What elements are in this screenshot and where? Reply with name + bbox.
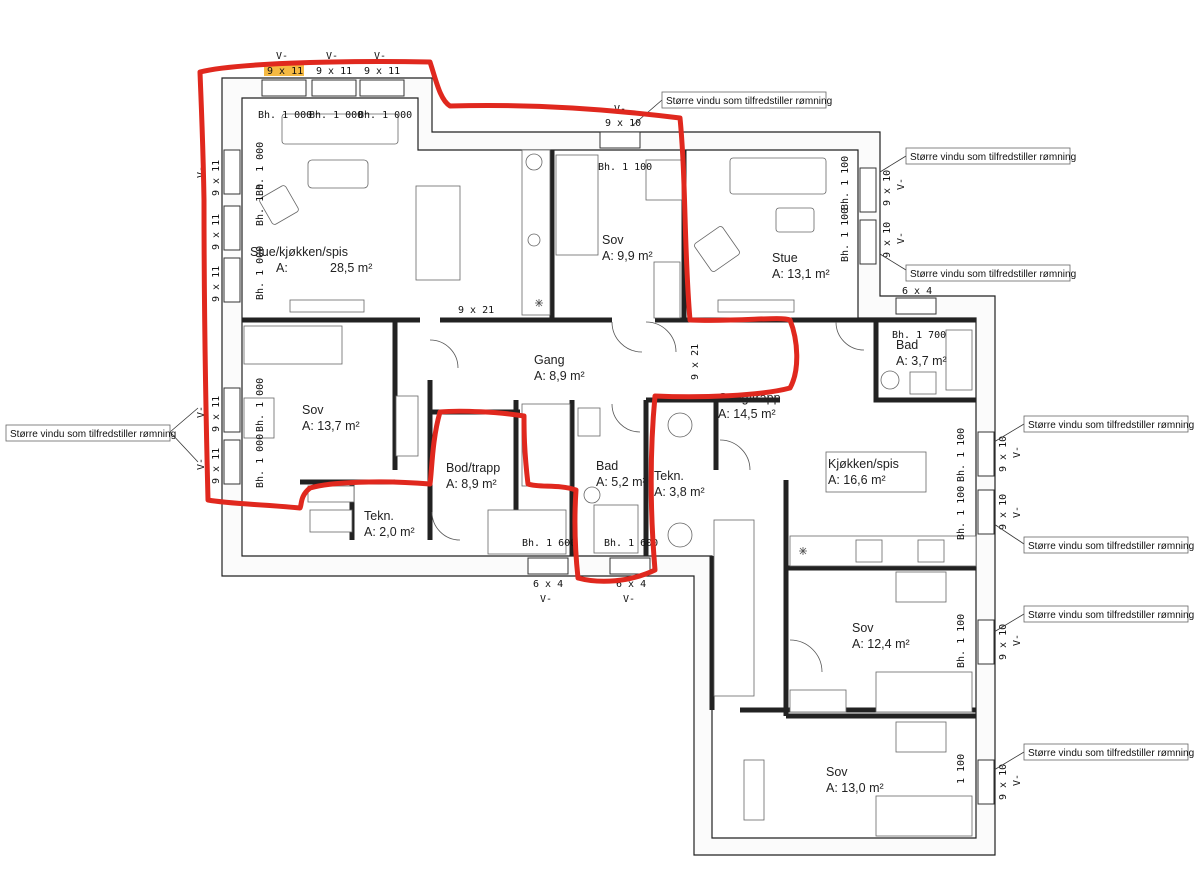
room-area: A: 3,7 m² [896,354,947,368]
window-tag: 9 x 10 [998,494,1009,530]
sill-height: Bh. 1 000 [309,110,363,121]
red-markup-outlines [197,58,800,584]
door-tag: 9 x 21 [458,305,494,316]
room-area-prefix: A: [276,261,288,275]
sill-height: Bh. 1 000 [255,246,266,300]
room-name: Gang [534,353,565,367]
room-name: Stue [772,251,798,265]
sill-height: Bh. 1 000 [358,110,412,121]
sill-height: Bh. 1 100 [840,156,851,210]
sill-height: Bh. 1 100 [956,614,967,668]
sill-height: Bh. 1 700 [892,330,946,341]
callout-text: Større vindu som tilfredstiller rømning [910,269,1076,280]
markup-outline-unit-a [197,58,800,584]
room-area: A: 8,9 m² [534,369,585,383]
room-area: A: 13,1 m² [772,267,830,281]
callout-text: Større vindu som tilfredstiller rømning [1028,541,1194,552]
window-tag: 9 x 10 [882,222,893,258]
window-tag: 9 x 10 [998,764,1009,800]
window-v-label: V- [196,406,207,418]
sill-height: Bh. 1 100 [956,486,967,540]
furniture [243,113,977,837]
sill-height: Bh. 1 100 [598,162,652,173]
room-area: A: 3,8 m² [654,485,705,499]
room-area: A: 8,9 m² [446,477,497,491]
room-area: A: 13,7 m² [302,419,360,433]
room-area: 28,5 m² [330,261,372,275]
window-v-label: V- [276,51,288,62]
window-tag: 9 x 10 [998,624,1009,660]
sill-height: Bh. 1 100 [840,208,851,262]
callout-text: Større vindu som tilfredstiller rømning [910,152,1076,163]
sill-height: Bh. 1 600 [522,538,576,549]
window-tag: 9 x 10 [882,170,893,206]
room-area: A: 2,0 m² [364,525,415,539]
sill-height: Bh. 1 0 [255,184,266,226]
room-name: Bad [596,459,618,473]
window-tag: 9 x 11 [211,160,222,196]
callout-text: Større vindu som tilfredstiller rømning [666,96,832,107]
window-v-label: V- [326,51,338,62]
room-name: Sov [852,621,874,635]
window-v-label: V- [540,594,552,605]
sill-heights: Bh. 1 000 Bh. 1 000 Bh. 1 000 Bh. 1 000 … [255,110,967,784]
room-area: A: 5,2 m² [596,475,647,489]
room-name: Sov [826,765,848,779]
sill-height: Bh. 1 000 [255,378,266,432]
sill-height: Bh. 1 000 [258,110,312,121]
window-tag: 9 x 11 [316,66,352,77]
room-name: Bad [896,338,918,352]
windows [223,79,995,805]
room-name: Kjøkken/spis [828,457,899,471]
window-tag: 9 x 11 [364,66,400,77]
door-tag: 9 x 21 [690,344,701,380]
door-swings [429,321,865,673]
window-tag: 9 x 11 [211,214,222,250]
window-v-label: V- [196,458,207,470]
callout-text: Større vindu som tilfredstiller rømning [1028,748,1194,759]
room-area: A: 14,5 m² [718,407,776,421]
room-name: Sov [602,233,624,247]
window-v-label: V- [896,178,907,190]
callout-text: Større vindu som tilfredstiller rømning [1028,610,1194,621]
room-area: A: 9,9 m² [602,249,653,263]
window-tag: 9 x 11 [267,66,303,77]
outer-walls [221,77,996,856]
room-labels: Stue/kjøkken/spis A: 28,5 m² Sov A: 9,9 … [250,233,947,795]
room-name: Bod/trapp [446,461,500,475]
window-tag: 9 x 11 [211,448,222,484]
markers [535,299,807,555]
window-tag: 6 x 4 [902,286,932,297]
window-v-label: V- [1012,506,1023,518]
sill-height: Bh. 1 100 [956,428,967,482]
window-tag: 9 x 11 [211,266,222,302]
window-v-label: V- [896,232,907,244]
window-v-label: V- [623,594,635,605]
window-tag: 9 x 11 [211,396,222,432]
callout-text: Større vindu som tilfredstiller rømning [10,429,176,440]
callout-text: Større vindu som tilfredstiller rømning [1028,420,1194,431]
room-area: A: 12,4 m² [852,637,910,651]
sill-height: Bh. 1 000 [255,434,266,488]
room-name: Sov [302,403,324,417]
window-v-label: V- [1012,774,1023,786]
window-v-label: V- [1012,446,1023,458]
window-tag: 6 x 4 [533,579,563,590]
sill-height: Bh. 1 000 [255,142,266,196]
room-name: Stue/kjøkken/spis [250,245,348,259]
window-v-label: V- [374,51,386,62]
window-tag: 9 x 10 [998,436,1009,472]
escape-window-callouts: Større vindu som tilfredstiller rømning … [5,91,1194,771]
room-name: Tekn. [654,469,684,483]
window-tag: 6 x 4 [616,579,646,590]
room-name: Tekn. [364,509,394,523]
room-area: A: 13,0 m² [826,781,884,795]
sill-height: 1 100 [956,754,967,784]
sill-height: Bh. 1 600 [604,538,658,549]
room-area: A: 16,6 m² [828,473,886,487]
window-tag: 9 x 10 [605,118,641,129]
window-v-label: V- [1012,634,1023,646]
